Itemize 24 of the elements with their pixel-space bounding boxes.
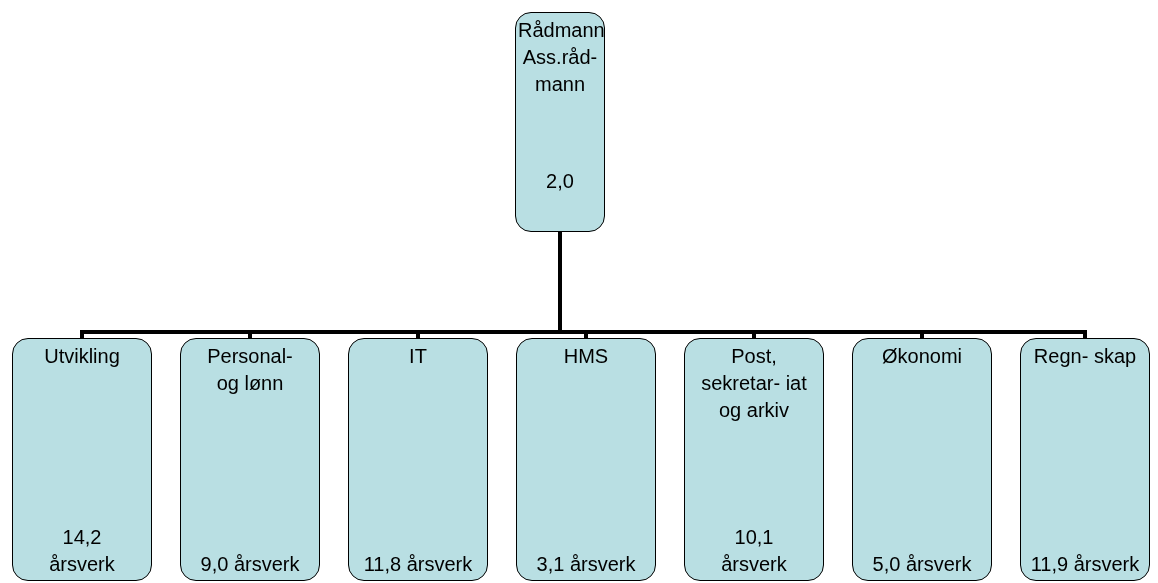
unit-name: Regn- skap [1032,344,1138,369]
unit-name: IT [408,344,428,369]
staff-count: 9,0 årsverk [199,552,301,577]
org-unit-box [852,338,992,581]
staff-count: 5,0 årsverk [871,552,973,577]
org-unit-box [12,338,152,581]
staff-count: 14,2 årsverk [48,525,116,577]
staff-count: 10,1 årsverk [720,525,788,577]
staff-count: 3,1 årsverk [535,552,637,577]
unit-name: Post, sekretar- iat og arkiv [700,344,808,423]
org-unit-box [516,338,656,581]
staff-count: 2,0 [545,169,575,194]
org-unit-box [180,338,320,581]
org-unit-box [515,12,605,232]
unit-name: Økonomi [881,344,963,369]
unit-name: Utvikling [43,344,121,369]
unit-name: Rådmann Ass.råd- mann [518,18,602,97]
org-unit-box [348,338,488,581]
unit-name: Personal- og lønn [206,344,294,396]
org-unit-box [684,338,824,581]
staff-count: 11,9 årsverk [1030,552,1140,577]
org-unit-box [1020,338,1150,581]
unit-name: HMS [562,344,610,369]
staff-count: 11,8 årsverk [363,552,473,577]
